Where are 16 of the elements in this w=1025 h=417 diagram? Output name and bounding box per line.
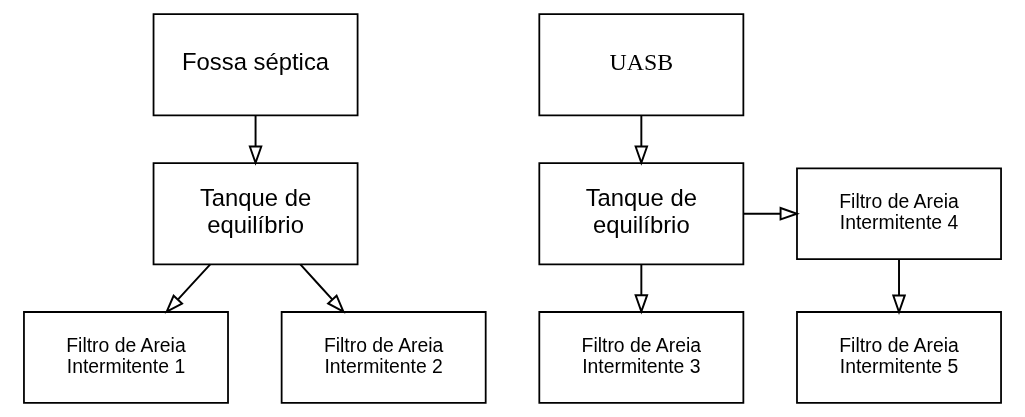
arrow bbox=[299, 263, 346, 314]
node-box: Filtro de Areia Intermitente 2 bbox=[280, 311, 487, 404]
arrow bbox=[164, 263, 212, 314]
node-box: Filtro de Areia Intermitente 1 bbox=[23, 311, 229, 404]
node-box: Tanque de equilíbrio bbox=[152, 162, 359, 266]
node-box: Fossa séptica bbox=[152, 13, 359, 117]
arrow bbox=[248, 114, 263, 166]
arrow bbox=[891, 258, 907, 315]
node-box: Tanque de equilíbrio bbox=[538, 162, 745, 266]
node-box: Filtro de Areia Intermitente 4 bbox=[796, 167, 1002, 261]
arrow bbox=[634, 114, 649, 166]
arrow bbox=[634, 263, 649, 315]
node-box: Filtro de Areia Intermitente 3 bbox=[538, 311, 745, 404]
node-box: UASB bbox=[538, 13, 745, 117]
arrow bbox=[742, 206, 800, 221]
node-box: Filtro de Areia Intermitente 5 bbox=[796, 311, 1002, 404]
